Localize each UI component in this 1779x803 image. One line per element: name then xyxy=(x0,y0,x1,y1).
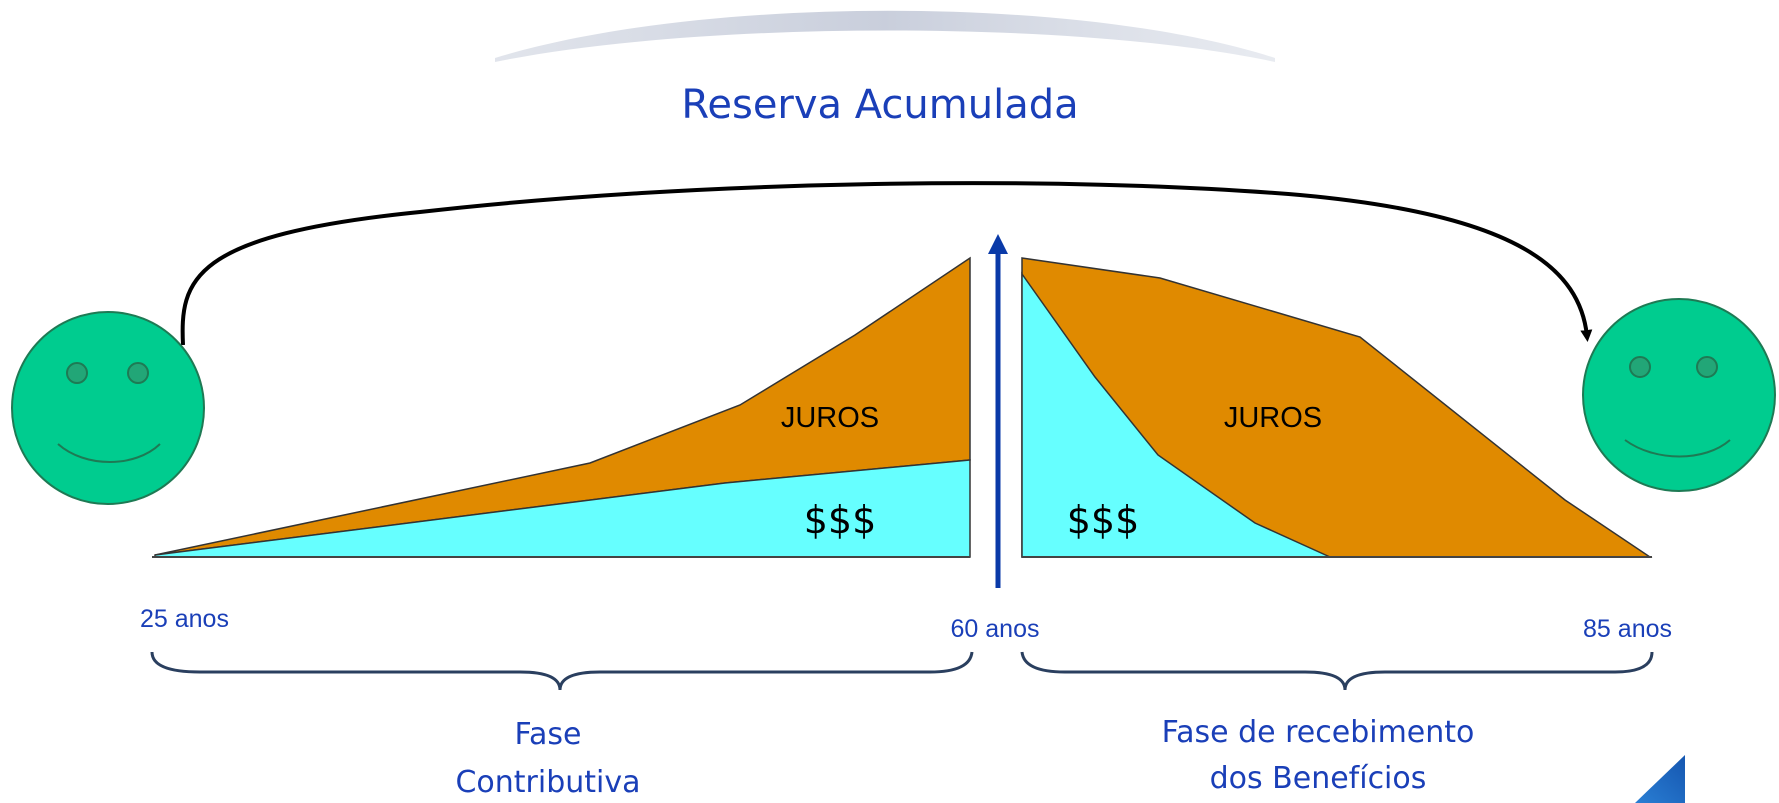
diagram-title: Reserva Acumulada xyxy=(681,82,1078,128)
age-retirement-label: 60 anos xyxy=(951,615,1040,643)
contribution-phase-label-line1: Fase xyxy=(515,717,582,752)
decorative-corner xyxy=(1635,755,1685,803)
decorative-swoosh xyxy=(495,10,1275,62)
benefits-phase-label-line2: dos Benefícios xyxy=(1210,761,1427,796)
contribution-phase-brace xyxy=(150,651,974,691)
lifecycle-arrow xyxy=(180,181,1593,346)
benefits-phase-brace xyxy=(1020,651,1654,691)
smiley-face-right-icon xyxy=(1582,298,1776,492)
benefits-phase-label-line1: Fase de recebimento xyxy=(1162,715,1475,750)
retirement-arrow xyxy=(988,234,1008,588)
age-start-label: 25 anos xyxy=(140,605,229,633)
benefits-interest-label: JUROS xyxy=(1224,402,1322,434)
smiley-face-left-icon xyxy=(11,311,205,505)
benefits-money-label: $$$ xyxy=(1067,498,1140,542)
accumulation-interest-label: JUROS xyxy=(781,402,879,434)
age-end-label: 85 anos xyxy=(1583,615,1672,643)
contribution-phase-label-line2: Contributiva xyxy=(455,765,640,800)
accumulation-money-label: $$$ xyxy=(804,498,877,542)
